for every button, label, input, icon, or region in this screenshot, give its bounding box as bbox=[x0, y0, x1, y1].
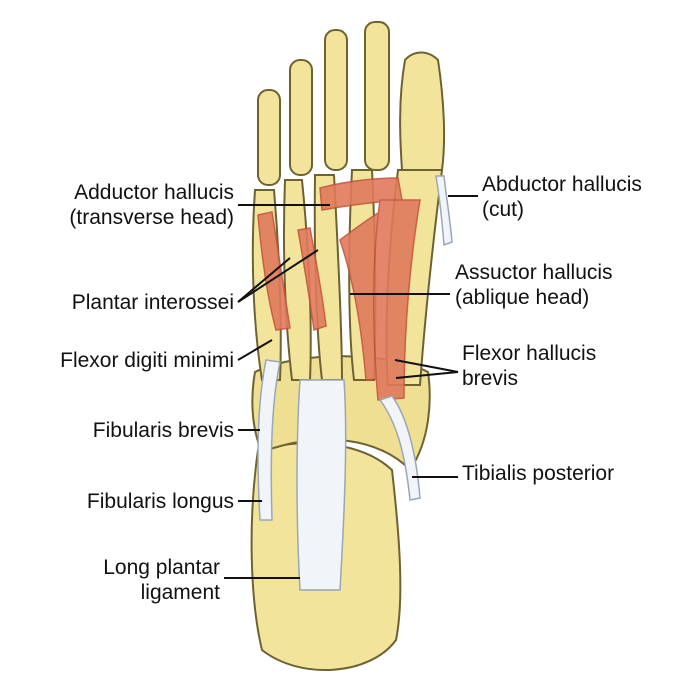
label-plantar-interossei: Plantar interossei bbox=[10, 290, 234, 315]
label-adductor-hallucis-transverse: Adductor hallucis (transverse head) bbox=[20, 180, 234, 230]
label-line: brevis bbox=[462, 367, 519, 390]
leader-flexor-hallucis-brevis-2 bbox=[395, 371, 459, 379]
label-line: Long plantar bbox=[103, 556, 220, 579]
toe-phalanges bbox=[257, 21, 446, 186]
label-adductor-hallucis-oblique: Assuctor hallucis (ablique head) bbox=[455, 260, 691, 310]
label-line: Fibularis brevis bbox=[92, 419, 234, 442]
label-flexor-hallucis-brevis: Flexor hallucis brevis bbox=[462, 341, 682, 391]
label-tibialis-posterior: Tibialis posterior bbox=[462, 461, 682, 486]
label-line: Tibialis posterior bbox=[462, 462, 615, 485]
label-flexor-digiti-minimi: Flexor digiti minimi bbox=[10, 348, 234, 373]
leader-plantar-interossei-1 bbox=[237, 257, 291, 303]
label-fibularis-longus: Fibularis longus bbox=[20, 489, 234, 514]
label-line: Abductor hallucis bbox=[482, 173, 642, 196]
label-line: Fibularis longus bbox=[86, 490, 234, 513]
leader-flexor-hallucis-brevis-1 bbox=[394, 359, 459, 373]
label-line: (ablique head) bbox=[455, 286, 590, 309]
label-line: (cut) bbox=[482, 198, 524, 221]
label-line: Plantar interossei bbox=[71, 291, 234, 314]
label-line: ligament bbox=[140, 581, 220, 604]
leader-flexor-digiti-minimi bbox=[237, 339, 273, 361]
label-line: Adductor hallucis bbox=[74, 181, 234, 204]
label-fibularis-brevis: Fibularis brevis bbox=[20, 418, 234, 443]
label-line: Assuctor hallucis bbox=[455, 261, 613, 284]
label-line: Flexor hallucis bbox=[462, 342, 597, 365]
tendons-ligaments bbox=[257, 175, 453, 591]
label-line: (transverse head) bbox=[69, 206, 234, 229]
label-line: Flexor digiti minimi bbox=[60, 349, 234, 372]
label-abductor-hallucis-cut: Abductor hallucis (cut) bbox=[482, 172, 692, 222]
leader-plantar-interossei-2 bbox=[237, 249, 319, 303]
label-long-plantar-ligament: Long plantar ligament bbox=[40, 555, 220, 605]
